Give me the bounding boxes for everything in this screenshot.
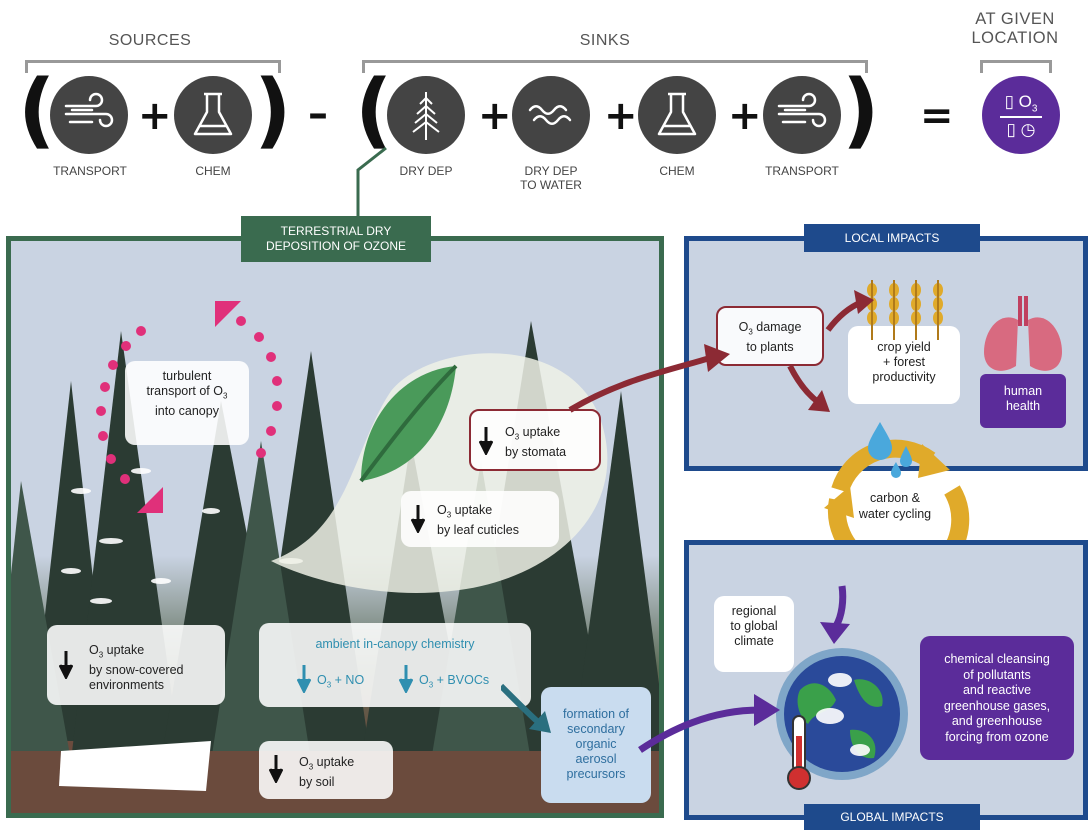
- down-arrow-icon: [59, 651, 73, 679]
- sinks-header: SINKS: [579, 32, 631, 49]
- terrestrial-panel: turbulent transport of O3 into canopy O3…: [6, 236, 664, 818]
- wave-icon: [512, 76, 590, 154]
- global-impacts-title: GLOBAL IMPACTS: [804, 804, 980, 830]
- open-paren-sinks: (: [355, 63, 393, 158]
- clock-icon: ▯ ◷: [1006, 120, 1036, 139]
- water-drop-icon: [868, 422, 912, 478]
- chem-o3-bvocs: O3 + BVOCs: [419, 673, 490, 690]
- plus-sign: +: [138, 93, 172, 139]
- purple-arrows: [638, 585, 850, 753]
- caption-chem-sink: CHEM: [659, 164, 695, 178]
- chemistry-box: ambient in-canopy chemistry O3 + NO O3 +…: [259, 623, 531, 707]
- sources-bracket: [25, 60, 281, 73]
- thermometer-icon: [787, 715, 811, 790]
- flask-icon: [174, 76, 252, 154]
- local-impacts-title: LOCAL IMPACTS: [804, 224, 980, 252]
- equals-sign: =: [920, 93, 954, 139]
- location-bracket: [980, 60, 1052, 73]
- tree-icon: [387, 76, 465, 154]
- caption-chem: CHEM: [195, 164, 231, 178]
- fraction-bar: [1000, 116, 1042, 118]
- soil-box: O3 uptake by soil: [259, 741, 393, 799]
- plus-sign-4: +: [728, 93, 762, 139]
- caption-transport: TRANSPORT: [53, 164, 127, 178]
- leaf-icon: [359, 364, 458, 483]
- caption-transport-sink: TRANSPORT: [765, 164, 839, 178]
- sources-header: SOURCES: [108, 32, 192, 49]
- flask-icon-sink: [638, 76, 716, 154]
- down-arrow-icon: [399, 665, 413, 693]
- connector-line: [356, 146, 387, 232]
- plus-sign-3: +: [604, 93, 638, 139]
- minus-sign: –: [308, 91, 328, 137]
- turbulent-path: [96, 301, 282, 513]
- open-paren: (: [18, 63, 56, 158]
- down-arrow-icon: [479, 427, 493, 455]
- globe-icon: [776, 648, 908, 780]
- plus-sign-2: +: [478, 93, 512, 139]
- wheat-icon: [867, 280, 943, 340]
- rate-numerator: ▯ O3: [1004, 92, 1038, 115]
- chem-o3-no: O3 + NO: [317, 673, 365, 690]
- close-paren-sinks: ): [842, 63, 880, 158]
- down-arrow-icon: [297, 665, 311, 693]
- caption-dry-dep: DRY DEP: [399, 164, 453, 178]
- sinks-bracket: [362, 60, 868, 73]
- down-arrow-icon: [269, 755, 283, 783]
- plant-damage-box: O3 damage to plants: [716, 306, 824, 366]
- close-paren: ): [254, 63, 292, 158]
- turbulent-box: turbulent transport of O3 into canopy: [125, 361, 249, 445]
- chem-to-aerosol-arrow: [501, 683, 551, 733]
- cuticle-box: O3 uptake by leaf cuticles: [401, 491, 559, 547]
- cycle-label: carbon &water cycling: [858, 491, 932, 521]
- damage-arrows: [568, 290, 874, 413]
- snow-box: O3 uptake by snow-covered environments: [47, 625, 225, 705]
- stomata-box: O3 uptake by stomata: [469, 409, 601, 471]
- wind-icon: [50, 76, 128, 154]
- down-arrow-icon: [411, 505, 425, 533]
- rate-icon: ▯ O3 ▯ ◷: [982, 76, 1060, 154]
- wind-icon-sink: [763, 76, 841, 154]
- lungs-icon: [984, 296, 1062, 371]
- chemistry-title: ambient in-canopy chemistry: [315, 637, 475, 651]
